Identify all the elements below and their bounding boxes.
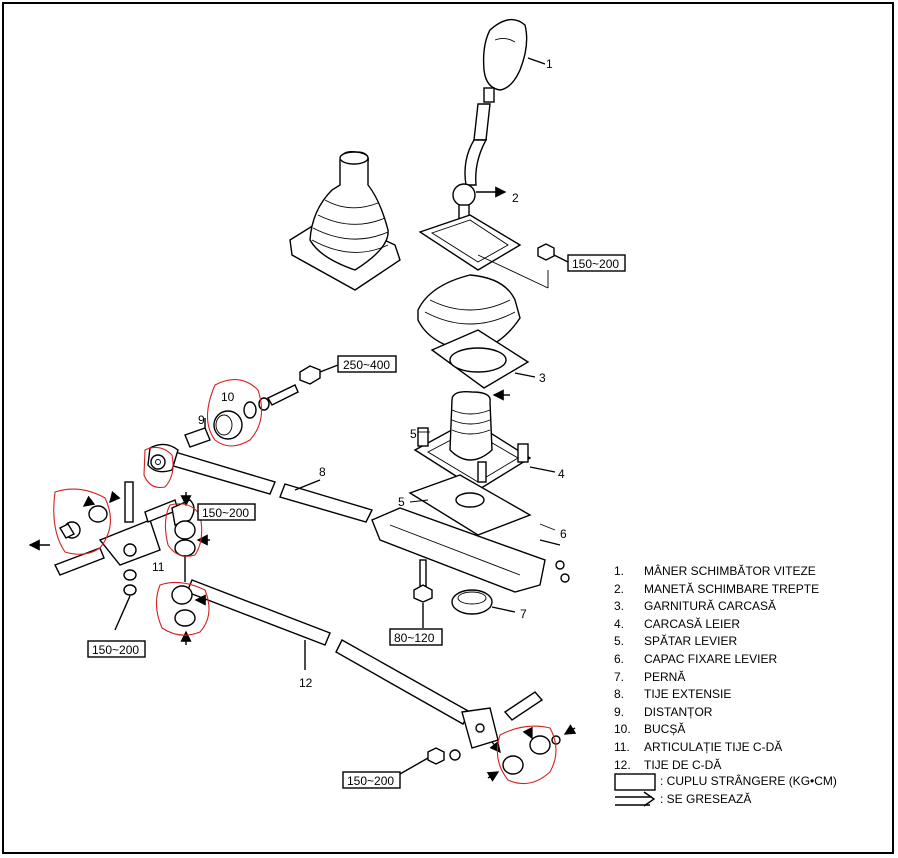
nut-top-right (537, 243, 569, 263)
left-bushing (28, 505, 108, 551)
grease-key-arrow (615, 791, 656, 807)
legend-item: 8.TIJE EXTENSIE (614, 687, 732, 702)
gear-boot (289, 150, 401, 291)
svg-text:150~200: 150~200 (572, 257, 619, 271)
right-lower-bushing (399, 735, 561, 775)
legend-item: 10.BUCȘĂ (614, 722, 686, 737)
parts-legend: 1.MÂNER SCHIMBĂTOR VITEZE 2.MANETĂ SCHIM… (614, 563, 819, 774)
cushion (451, 589, 516, 615)
svg-text:150~200: 150~200 (347, 774, 394, 788)
callout-1: 1 (546, 57, 553, 71)
legend-item: 4.CARCASĂ LEIER (614, 616, 741, 631)
callout-2: 2 (512, 191, 519, 205)
lever-seat (408, 474, 532, 536)
svg-text:150~200: 150~200 (92, 643, 139, 657)
legend-item: 7.PERNĂ (614, 669, 686, 684)
bracket-cap (371, 507, 570, 593)
grease-key-label: : SE GRESEAZĂ (660, 792, 752, 806)
svg-text:150~200: 150~200 (202, 506, 249, 520)
legend-item: 6.CAPAC FIXARE LEVIER (614, 651, 778, 666)
torque-box-150-200-left: 150~200 (87, 640, 146, 658)
red-highlight-marks (53, 379, 557, 785)
lever-plate (418, 214, 549, 289)
torque-box-250-400: 250~400 (337, 355, 397, 373)
control-rod (186, 579, 544, 749)
legend-item: 1.MÂNER SCHIMBĂTOR VITEZE (614, 564, 816, 578)
spacer (184, 418, 211, 448)
bolt-lower (413, 559, 433, 628)
legend-item: 12.TIJE DE C-DĂ (614, 757, 722, 772)
legend-item: 9.DISTANȚOR (614, 704, 713, 719)
legend-item: 11.ARTICULAȚIE TIJE C-DĂ (614, 739, 783, 754)
callout-11: 11 (152, 560, 165, 574)
torque-box-150-200-mid: 150~200 (197, 503, 256, 521)
grease-arrows (82, 490, 577, 782)
torque-box-150-200-top: 150~200 (567, 254, 626, 272)
callout-5b: 5 (398, 495, 405, 509)
callout-8: 8 (319, 465, 326, 479)
shift-knob (482, 18, 546, 103)
svg-text:250~400: 250~400 (343, 358, 390, 372)
torque-box-150-200-bottom: 150~200 (342, 771, 401, 789)
lever-cover (417, 274, 536, 389)
torque-key-label: : CUPLU STRÂNGERE (KG•CM) (660, 774, 837, 788)
callout-4: 4 (558, 467, 565, 481)
svg-text:80~120: 80~120 (394, 631, 435, 645)
callout-12: 12 (299, 676, 313, 690)
legend-item: 5.SPĂTAR LEVIER (614, 634, 738, 649)
callout-6: 6 (560, 527, 567, 541)
callout-3: 3 (539, 371, 546, 385)
extension-rod (147, 443, 373, 523)
legend-item: 3.GARNITURĂ CARCASĂ (614, 599, 777, 614)
torque-box-80-120: 80~120 (389, 628, 443, 646)
legend-item: 2.MANETĂ SCHIMBARE TREPTE (614, 581, 820, 596)
torque-key-box (614, 773, 656, 791)
bushing (213, 364, 339, 440)
callout-10: 10 (221, 390, 235, 404)
callout-5a: 5 (410, 427, 417, 441)
callout-7: 7 (520, 607, 527, 621)
leader-lines (409, 431, 556, 531)
callout-9: 9 (198, 413, 205, 427)
lever-housing (413, 389, 556, 491)
